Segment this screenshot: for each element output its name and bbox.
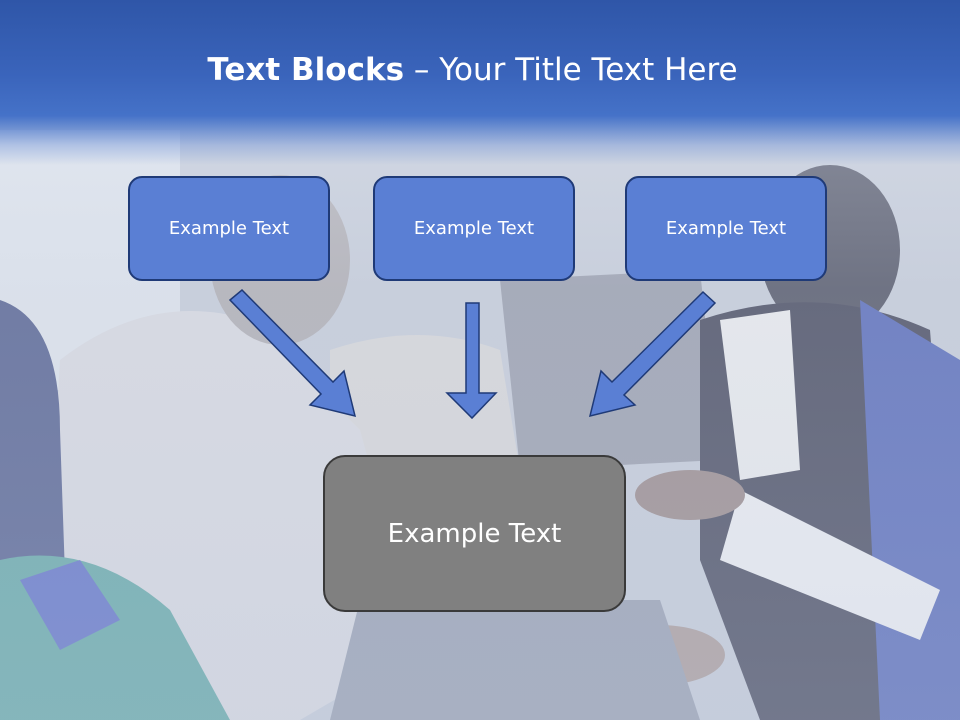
arrow-down-icon — [445, 302, 498, 420]
arrow-left-down-right-icon — [228, 288, 357, 418]
text-block-center-label: Example Text — [413, 218, 535, 239]
text-block-left-label: Example Text — [168, 218, 290, 239]
title-bold: Text Blocks — [207, 52, 405, 88]
text-block-bottom-label: Example Text — [387, 518, 562, 549]
text-block-center[interactable]: Example Text — [373, 176, 575, 281]
text-block-left[interactable]: Example Text — [128, 176, 330, 281]
title-dash: – — [404, 52, 440, 88]
slide-title: Text Blocks – Your Title Text Here — [0, 52, 945, 88]
title-rest: Your Title Text Here — [439, 52, 738, 88]
arrow-right-down-left-icon — [588, 290, 717, 418]
text-block-bottom[interactable]: Example Text — [323, 455, 626, 612]
title-bar — [0, 0, 960, 165]
text-block-right-label: Example Text — [665, 218, 787, 239]
text-block-right[interactable]: Example Text — [625, 176, 827, 281]
